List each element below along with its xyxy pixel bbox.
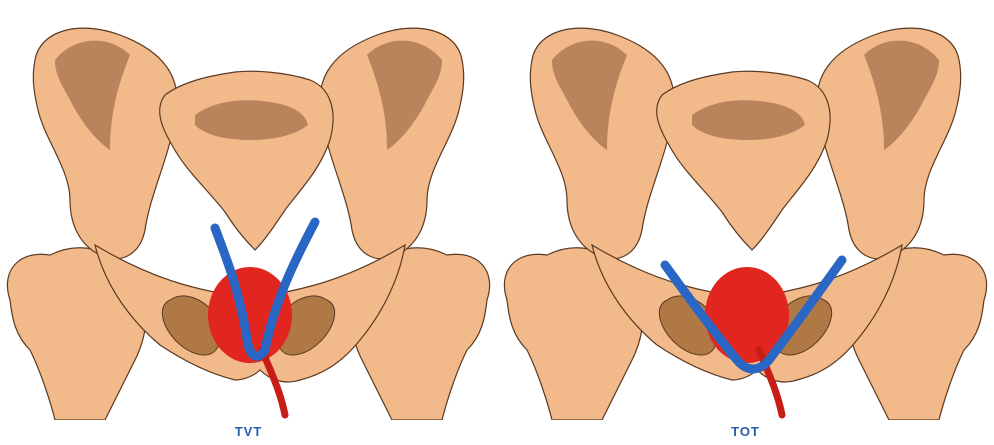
pelvis-illustration-tot xyxy=(497,0,994,420)
sacrum xyxy=(160,71,333,250)
panel-tot: TOT xyxy=(497,0,994,445)
sacrum xyxy=(657,71,830,250)
caption-tvt: TVT xyxy=(0,424,497,439)
panel-tvt: TVT xyxy=(0,0,497,445)
pelvis-illustration-tvt xyxy=(0,0,497,420)
caption-tot: TOT xyxy=(497,424,994,439)
